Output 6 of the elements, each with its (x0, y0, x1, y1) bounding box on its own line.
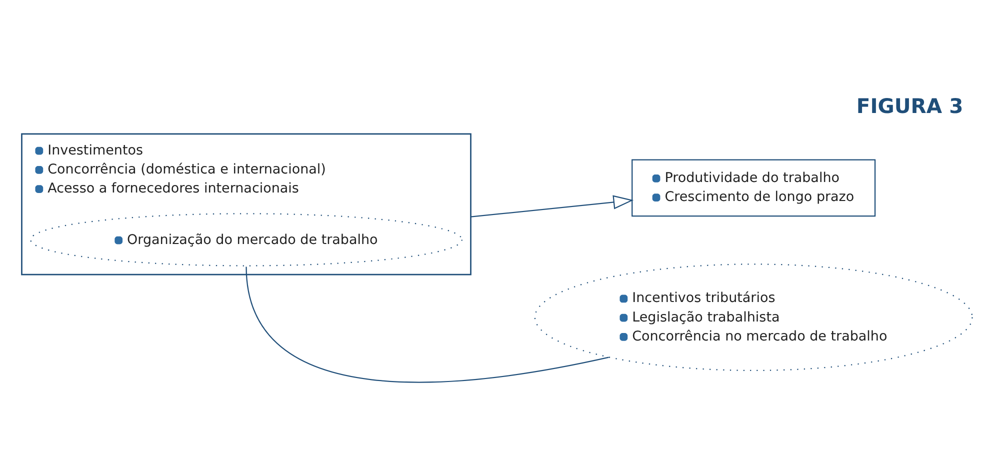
node-ellipse: Organização do mercado de trabalho (30, 212, 462, 266)
node-box: Produtividade do trabalho Crescimento de longo prazo (632, 158, 876, 216)
diagram-title: FIGURA 3 (856, 94, 964, 118)
arrow (470, 194, 634, 217)
connector (246, 266, 609, 382)
node-ellipse: Incentivos tributários Legislação trabalhista Concorrência no mercado de trabalho (534, 263, 973, 370)
